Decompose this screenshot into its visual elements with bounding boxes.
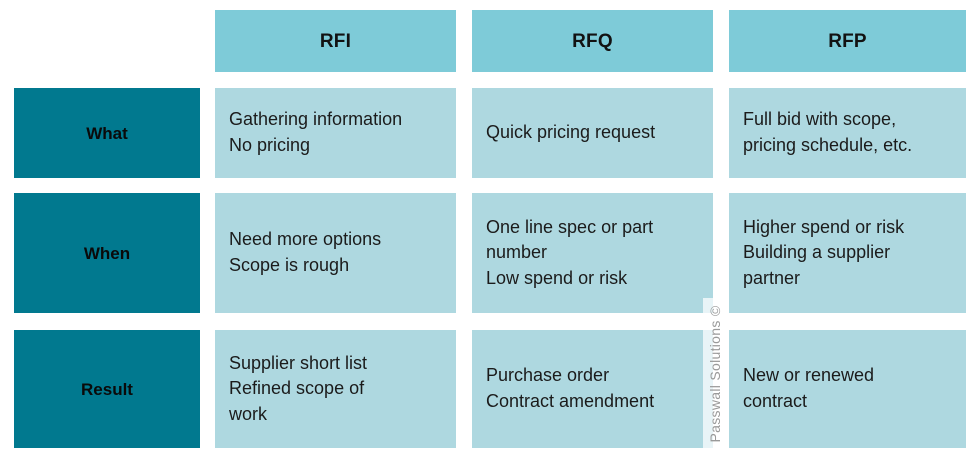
table-cell-what-rfq: Quick pricing request — [472, 88, 713, 178]
table-cell-what-rfi-text: Gathering information No pricing — [229, 109, 403, 155]
column-header-rfq: RFQ — [472, 10, 713, 72]
column-header-rfi: RFI — [215, 10, 456, 72]
row-label-when-text: When — [83, 243, 131, 263]
table-cell-result-rfp-text: New or renewed contract — [743, 365, 875, 411]
table-cell-when-rfp-text: Higher spend or risk Building a supplier… — [743, 216, 905, 288]
table-cell-result-rfq: Purchase order Contract amendment — [472, 330, 713, 448]
column-header-rfp-label: RFP — [828, 30, 867, 52]
table-cell-result-rfq-text: Purchase order Contract amendment — [486, 365, 655, 411]
table-cell-when-rfi-text: Need more options Scope is rough — [229, 229, 382, 275]
column-header-rfp: RFP — [729, 10, 966, 72]
table-cell-when-rfq: One line spec or part number Low spend o… — [472, 193, 713, 313]
row-label-what: What — [14, 88, 200, 178]
row-label-when: When — [14, 193, 200, 313]
row-label-result: Result — [14, 330, 200, 448]
table-cell-result-rfp: New or renewed contract — [729, 330, 966, 448]
table-cell-when-rfq-text: One line spec or part number Low spend o… — [486, 216, 654, 288]
table-cell-what-rfp: Full bid with scope, pricing schedule, e… — [729, 88, 966, 178]
row-label-what-text: What — [86, 123, 128, 143]
table-cell-result-rfi: Supplier short list Refined scope of wor… — [215, 330, 456, 448]
column-header-rfi-label: RFI — [319, 30, 352, 52]
row-label-result-text: Result — [81, 379, 133, 399]
table-cell-what-rfq-text: Quick pricing request — [486, 122, 656, 143]
table-cell-what-rfi: Gathering information No pricing — [215, 88, 456, 178]
table-cell-result-rfi-text: Supplier short list Refined scope of wor… — [229, 352, 368, 424]
table-cell-what-rfp-text: Full bid with scope, pricing schedule, e… — [743, 109, 913, 155]
table-cell-when-rfi: Need more options Scope is rough — [215, 193, 456, 313]
table-cell-when-rfp: Higher spend or risk Building a supplier… — [729, 193, 966, 313]
column-header-rfq-label: RFQ — [572, 30, 613, 52]
